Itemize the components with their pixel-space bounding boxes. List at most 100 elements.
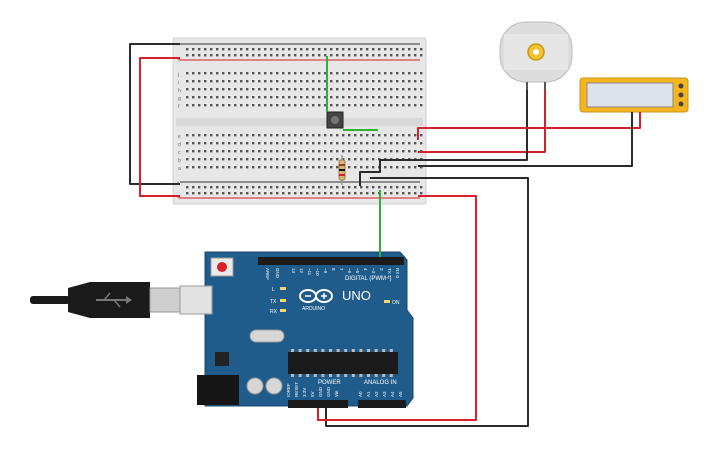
breadboard-hole[interactable] <box>282 192 285 195</box>
breadboard-hole[interactable] <box>342 88 345 91</box>
breadboard-hole[interactable] <box>198 48 201 51</box>
breadboard-hole[interactable] <box>258 166 261 169</box>
breadboard-hole[interactable] <box>372 48 375 51</box>
breadboard-hole[interactable] <box>420 134 423 137</box>
breadboard-hole[interactable] <box>216 142 219 145</box>
breadboard-hole[interactable] <box>396 192 399 195</box>
breadboard-hole[interactable] <box>390 166 393 169</box>
breadboard-hole[interactable] <box>360 134 363 137</box>
breadboard-hole[interactable] <box>324 88 327 91</box>
breadboard-hole[interactable] <box>294 72 297 75</box>
breadboard-hole[interactable] <box>216 186 219 189</box>
breadboard-hole[interactable] <box>204 54 207 57</box>
breadboard-hole[interactable] <box>342 104 345 107</box>
breadboard-hole[interactable] <box>222 134 225 137</box>
breadboard-hole[interactable] <box>228 166 231 169</box>
resistor[interactable] <box>338 155 346 185</box>
breadboard-hole[interactable] <box>348 142 351 145</box>
breadboard-hole[interactable] <box>348 48 351 51</box>
breadboard-hole[interactable] <box>384 80 387 83</box>
breadboard-hole[interactable] <box>216 54 219 57</box>
breadboard-hole[interactable] <box>348 166 351 169</box>
breadboard-hole[interactable] <box>384 54 387 57</box>
breadboard-hole[interactable] <box>276 72 279 75</box>
breadboard-hole[interactable] <box>198 88 201 91</box>
breadboard-hole[interactable] <box>420 186 423 189</box>
breadboard-hole[interactable] <box>390 104 393 107</box>
breadboard-hole[interactable] <box>330 88 333 91</box>
breadboard-hole[interactable] <box>342 186 345 189</box>
breadboard-hole[interactable] <box>390 142 393 145</box>
breadboard-hole[interactable] <box>312 54 315 57</box>
breadboard-hole[interactable] <box>360 142 363 145</box>
breadboard-hole[interactable] <box>396 54 399 57</box>
breadboard-hole[interactable] <box>324 158 327 161</box>
breadboard-hole[interactable] <box>354 54 357 57</box>
breadboard-hole[interactable] <box>270 186 273 189</box>
breadboard-hole[interactable] <box>330 48 333 51</box>
breadboard-hole[interactable] <box>414 72 417 75</box>
breadboard-hole[interactable] <box>240 134 243 137</box>
breadboard-hole[interactable] <box>306 88 309 91</box>
breadboard-hole[interactable] <box>270 54 273 57</box>
breadboard-hole[interactable] <box>234 158 237 161</box>
breadboard-hole[interactable] <box>336 186 339 189</box>
breadboard-hole[interactable] <box>390 186 393 189</box>
breadboard-hole[interactable] <box>414 192 417 195</box>
breadboard-hole[interactable] <box>192 192 195 195</box>
breadboard-hole[interactable] <box>324 192 327 195</box>
breadboard-hole[interactable] <box>210 142 213 145</box>
breadboard-hole[interactable] <box>276 150 279 153</box>
breadboard-hole[interactable] <box>294 158 297 161</box>
breadboard-hole[interactable] <box>348 150 351 153</box>
breadboard-hole[interactable] <box>324 54 327 57</box>
breadboard-hole[interactable] <box>414 150 417 153</box>
breadboard-hole[interactable] <box>306 54 309 57</box>
breadboard-hole[interactable] <box>348 186 351 189</box>
breadboard-hole[interactable] <box>378 158 381 161</box>
breadboard-hole[interactable] <box>252 96 255 99</box>
breadboard-hole[interactable] <box>276 96 279 99</box>
breadboard-hole[interactable] <box>252 54 255 57</box>
breadboard-hole[interactable] <box>396 104 399 107</box>
breadboard-hole[interactable] <box>186 192 189 195</box>
breadboard-hole[interactable] <box>222 80 225 83</box>
breadboard-hole[interactable] <box>210 54 213 57</box>
breadboard-hole[interactable] <box>396 96 399 99</box>
breadboard-hole[interactable] <box>372 88 375 91</box>
breadboard-hole[interactable] <box>288 166 291 169</box>
breadboard-hole[interactable] <box>384 96 387 99</box>
breadboard-hole[interactable] <box>282 96 285 99</box>
breadboard-hole[interactable] <box>300 96 303 99</box>
breadboard-hole[interactable] <box>378 104 381 107</box>
breadboard-hole[interactable] <box>198 158 201 161</box>
breadboard-hole[interactable] <box>402 72 405 75</box>
breadboard-hole[interactable] <box>324 142 327 145</box>
breadboard-hole[interactable] <box>240 150 243 153</box>
breadboard-hole[interactable] <box>366 158 369 161</box>
breadboard-hole[interactable] <box>318 104 321 107</box>
breadboard-hole[interactable] <box>384 48 387 51</box>
breadboard-hole[interactable] <box>378 48 381 51</box>
breadboard-hole[interactable] <box>246 88 249 91</box>
breadboard-hole[interactable] <box>198 80 201 83</box>
breadboard-hole[interactable] <box>414 166 417 169</box>
breadboard-hole[interactable] <box>186 80 189 83</box>
breadboard-hole[interactable] <box>306 72 309 75</box>
breadboard-hole[interactable] <box>228 134 231 137</box>
breadboard-hole[interactable] <box>246 158 249 161</box>
breadboard-hole[interactable] <box>240 142 243 145</box>
breadboard-hole[interactable] <box>300 88 303 91</box>
breadboard-hole[interactable] <box>336 80 339 83</box>
breadboard-hole[interactable] <box>384 104 387 107</box>
breadboard-hole[interactable] <box>204 158 207 161</box>
breadboard-hole[interactable] <box>228 186 231 189</box>
breadboard-hole[interactable] <box>282 158 285 161</box>
breadboard-hole[interactable] <box>342 142 345 145</box>
breadboard-hole[interactable] <box>366 54 369 57</box>
breadboard-hole[interactable] <box>198 96 201 99</box>
breadboard-hole[interactable] <box>306 48 309 51</box>
breadboard-hole[interactable] <box>294 192 297 195</box>
breadboard-hole[interactable] <box>288 192 291 195</box>
